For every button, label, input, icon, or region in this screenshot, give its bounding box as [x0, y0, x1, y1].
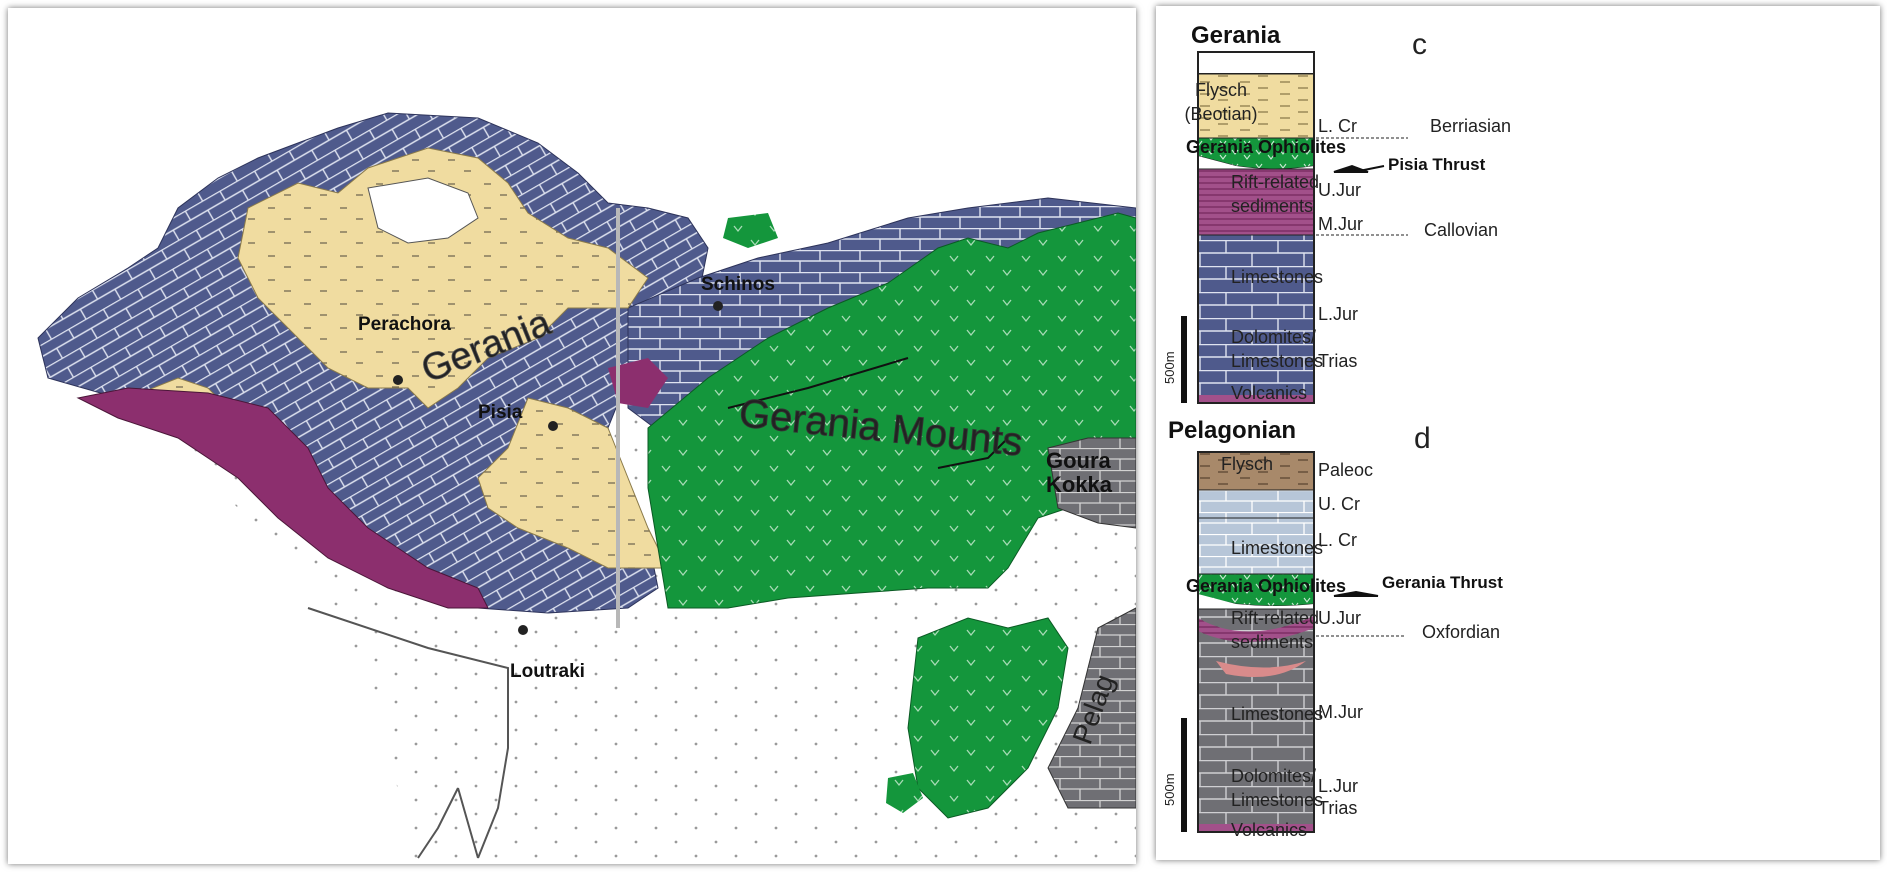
column-d-thrust-arrow	[1333, 590, 1379, 597]
column-c-age-mjur: M.Jur	[1318, 214, 1363, 234]
column-c-thrust-arrow	[1333, 164, 1385, 173]
column-d-scale-label: 500m	[1162, 773, 1177, 806]
column-c-age-ujur: U.Jur	[1318, 180, 1361, 200]
place-label-loutraki: Loutraki	[510, 661, 585, 682]
column-d-ophiolite-base	[1198, 594, 1314, 610]
column-c-age-lcr: L. Cr	[1318, 116, 1357, 136]
column-c-title: Gerania	[1191, 22, 1281, 49]
column-d-title: Pelagonian	[1168, 417, 1296, 444]
goura-label: Goura	[1046, 448, 1112, 473]
column-c-lith-rift: Rift-related	[1231, 172, 1319, 192]
column-c-thrust-label: Pisia Thrust	[1388, 155, 1486, 174]
column-c-lith-beotian: (Beotian)	[1184, 104, 1257, 124]
column-c: Gerania c Flysch (Beotian) Gerania Ophio…	[1162, 22, 1511, 404]
coastline	[307, 607, 509, 859]
column-d-lith-dolomites: Dolomites/	[1231, 766, 1316, 786]
column-d-age-paleoc: Paleoc	[1318, 460, 1373, 480]
column-c-lith-flysch: Flysch	[1195, 80, 1247, 100]
column-c-stage-berriasian: Berriasian	[1430, 116, 1511, 136]
flysch-unit	[237, 147, 649, 409]
column-d-age-mjur: M.Jur	[1318, 702, 1363, 722]
column-d-age-ucr: U. Cr	[1318, 494, 1360, 514]
ophiolite-north	[723, 213, 778, 248]
column-d-limestone-layer	[1197, 608, 1315, 830]
column-c-letter: c	[1412, 28, 1427, 61]
column-d-volcanics-layer	[1198, 824, 1314, 832]
place-label-perachora: Perachora	[358, 314, 451, 335]
stratigraphic-columns-panel: Gerania c Flysch (Beotian) Gerania Ophio…	[1156, 6, 1880, 860]
column-d-lith-volcanics: Volcanics	[1231, 820, 1307, 840]
column-d-age-trias: Trias	[1318, 798, 1357, 818]
column-c-flysch-layer	[1197, 73, 1315, 139]
column-d-rift-layer	[1198, 616, 1314, 642]
geological-map-panel: Perachora Pisia Schinos Loutraki Gerania…	[8, 8, 1136, 864]
column-c-top-empty	[1197, 51, 1315, 75]
column-c-stage-callovian: Callovian	[1424, 220, 1498, 240]
flysch-south	[477, 397, 669, 569]
ophiolite-south	[907, 617, 1069, 819]
column-c-outline	[1197, 51, 1315, 404]
road	[417, 787, 479, 859]
town-marker	[518, 625, 528, 635]
pelagonian-unit	[1047, 437, 1136, 529]
column-d-age-ljur: L.Jur	[1318, 776, 1358, 796]
column-d-lith-limestones3: Limestones	[1231, 790, 1323, 810]
column-d-lith-limestones: Limestones	[1231, 538, 1323, 558]
column-d-thrust-label: Gerania Thrust	[1382, 573, 1503, 592]
column-d-ucr-layer	[1197, 489, 1315, 519]
column-c-lith-sediments: sediments	[1231, 196, 1313, 216]
column-d-outline	[1197, 451, 1315, 833]
column-d-lith-rift: Rift-related	[1231, 608, 1319, 628]
column-d-lith-flysch: Flysch	[1221, 454, 1273, 474]
kokka-label: Kokka	[1046, 472, 1113, 497]
column-d-lcr-layer	[1197, 517, 1315, 575]
flysch-lake	[367, 177, 479, 244]
column-d-lith-ophiolites: Gerania Ophiolites	[1186, 576, 1346, 596]
pelagonian-south	[1047, 607, 1136, 809]
column-c-age-trias: Trias	[1318, 351, 1357, 371]
column-c-lith-dolomites: Dolomites/	[1231, 327, 1316, 347]
column-d-age-lcr: L. Cr	[1318, 530, 1357, 550]
column-c-rift-layer	[1197, 168, 1315, 236]
geological-map: Perachora Pisia Schinos Loutraki Gerania…	[8, 8, 1136, 864]
column-c-lith-ophiolites: Gerania Ophiolites	[1186, 137, 1346, 157]
column-c-scale-label: 500m	[1162, 351, 1177, 384]
column-d-flysch-layer	[1197, 451, 1315, 491]
ophiolite-small	[886, 773, 923, 813]
fault-line	[727, 357, 1009, 469]
place-label-pisia: Pisia	[478, 402, 523, 423]
column-c-limestone-layer	[1197, 234, 1315, 402]
column-d-pink-lens	[1216, 661, 1306, 678]
place-label-schinos: Schinos	[701, 274, 775, 295]
column-d-lith-sediments: sediments	[1231, 632, 1313, 652]
column-d-age-ujur: U.Jur	[1318, 608, 1361, 628]
column-d-letter: d	[1414, 422, 1431, 455]
column-c-lith-limestones: Limestones	[1231, 267, 1323, 287]
town-marker	[713, 301, 723, 311]
column-c-lith-volcanics: Volcanics	[1231, 383, 1307, 403]
column-c-age-ljur: L.Jur	[1318, 304, 1358, 324]
column-d-stage-oxfordian: Oxfordian	[1422, 622, 1500, 642]
column-c-lith-limestones2: Limestones	[1231, 351, 1323, 371]
rift-unit	[76, 387, 489, 609]
town-marker	[548, 421, 558, 431]
rift-east	[608, 358, 668, 408]
town-marker	[393, 375, 403, 385]
column-c-volcanics-layer	[1198, 395, 1314, 403]
stratigraphic-columns: Gerania c Flysch (Beotian) Gerania Ophio…	[1162, 22, 1511, 840]
column-d: Pelagonian d Flysch Limestones Gerania O…	[1162, 417, 1503, 840]
column-d-lith-limestones2: Limestones	[1231, 704, 1323, 724]
